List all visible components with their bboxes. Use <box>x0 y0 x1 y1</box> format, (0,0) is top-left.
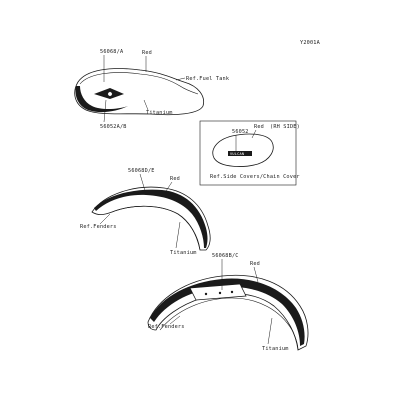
side-cover-part[interactable] <box>212 133 274 167</box>
side-cover-color: Red <box>254 124 264 130</box>
fuel-tank-ref: Ref.Fuel Tank <box>186 76 230 82</box>
side-cover-badge <box>228 151 252 156</box>
rear-fender-color-titanium: Titanium <box>262 346 289 352</box>
front-fender-ref: Ref.Fenders <box>80 224 117 230</box>
side-cover-side: (RH SIDE) <box>270 124 300 130</box>
fuel-tank-color-titanium: Titanium <box>146 110 173 116</box>
figure-code: Y2001A <box>300 40 321 46</box>
front-fender-group: 56068D/E Red Ref.Fenders Titanium <box>80 168 211 256</box>
fuel-tank-red-stripe <box>79 72 199 95</box>
front-fender-body[interactable] <box>91 186 211 251</box>
side-cover-badge-text: VULCAN <box>230 152 244 156</box>
side-cover-part-number: 56052 <box>232 129 249 135</box>
fuel-tank-emblem-dot <box>107 91 113 97</box>
rear-fender-ref: Ref.Fenders <box>148 324 185 330</box>
fuel-tank-part-bottom: 56052A/B <box>100 124 127 130</box>
front-fender-color-red: Red <box>170 176 180 182</box>
rear-fender-inner-line <box>159 297 299 351</box>
fuel-tank-group: 56068/A Red Ref.Fuel Tank 56052A/B Titan… <box>74 49 230 130</box>
side-cover-group: VULCAN 56052 Red (RH SIDE) Ref.Side Cove… <box>199 120 300 186</box>
rear-fender-group: 56068B/C Red Ref.Fenders Titanium <box>147 253 309 352</box>
front-fender-part: 56068D/E <box>128 168 155 174</box>
fuel-tank-side-stripe <box>75 86 128 113</box>
rear-fender-bolt <box>218 291 222 295</box>
side-cover-ref: Ref.Side Covers/Chain Cover <box>210 174 300 180</box>
rear-fender-bolt <box>230 290 234 294</box>
rear-fender-part: 56068B/C <box>212 253 239 259</box>
fuel-tank-part-top: 56068/A <box>100 49 124 55</box>
rear-fender-mount-plate <box>189 283 247 301</box>
rear-fender-color-red: Red <box>250 261 260 267</box>
front-fender-inner-line <box>111 205 201 251</box>
fuel-tank-color-red: Red <box>142 50 152 56</box>
fuel-tank-body[interactable] <box>74 68 205 116</box>
rear-fender-bolt <box>204 292 208 296</box>
front-fender-color-titanium: Titanium <box>170 250 197 256</box>
